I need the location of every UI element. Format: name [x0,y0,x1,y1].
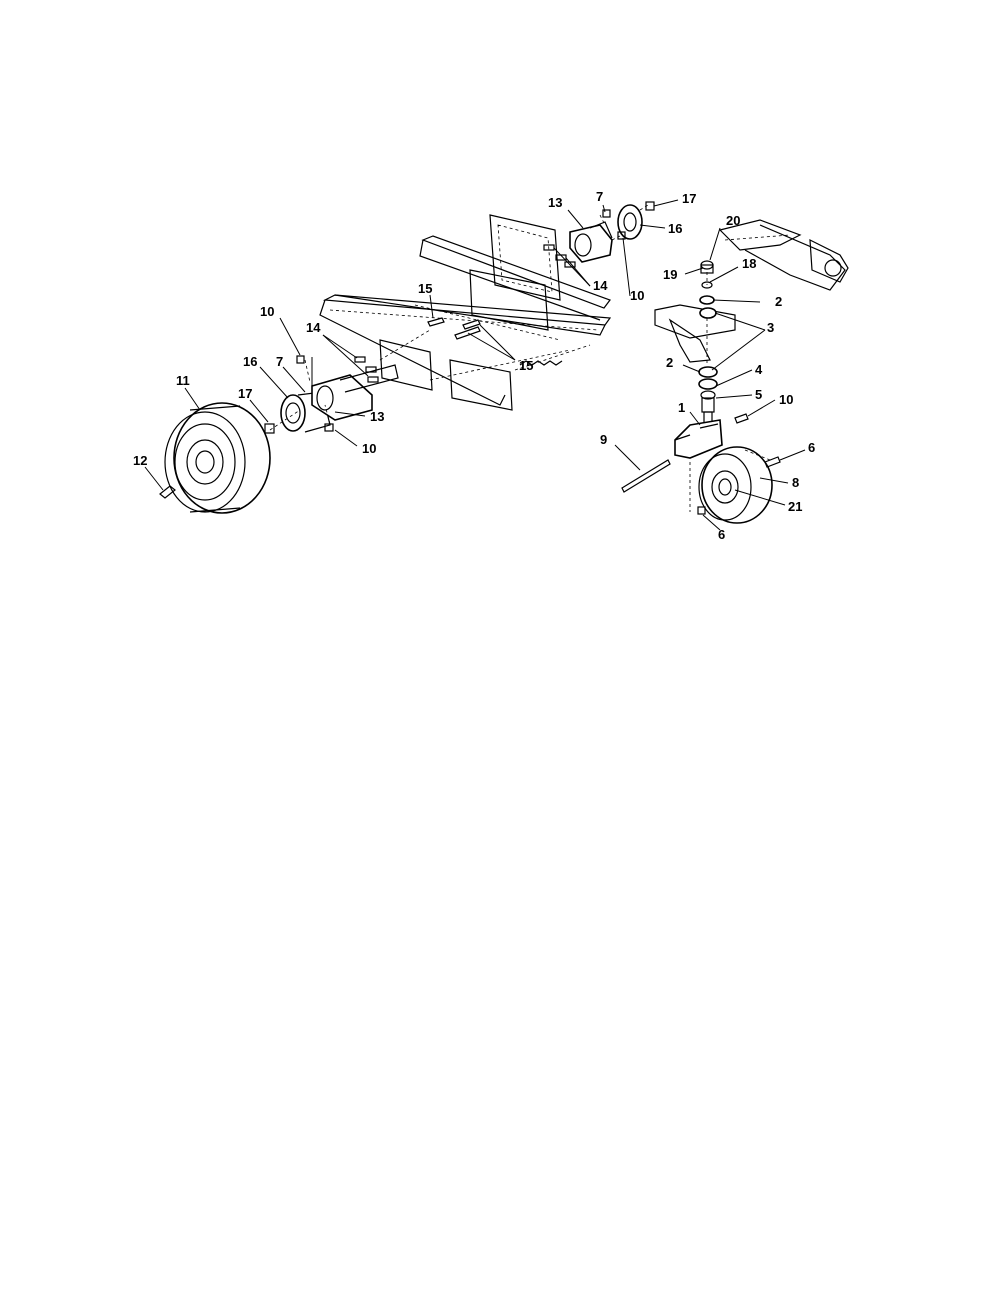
callout-9: 9 [600,432,607,447]
callout-5: 5 [755,387,762,402]
axle-spindle-left [311,364,399,421]
assembly-guide-lines [269,204,708,431]
callout-10-left-bottom: 10 [362,441,376,456]
chassis-frame [319,214,849,411]
callout-1: 1 [678,400,685,415]
callout-17-right: 17 [682,191,696,206]
callout-10-caster: 10 [779,392,793,407]
callout-4: 4 [755,362,763,377]
callout-16-right: 16 [668,221,682,236]
callout-14-right: 14 [593,278,608,293]
callout-6-bottom: 6 [718,527,725,542]
callout-10-left-top: 10 [260,304,274,319]
callout-14-left: 14 [306,320,321,335]
callout-7-left: 7 [276,354,283,369]
callout-7-right: 7 [596,189,603,204]
callout-2-top: 2 [775,294,782,309]
callout-6-top: 6 [808,440,815,455]
callout-10-right: 10 [630,288,644,303]
callout-17-left: 17 [238,386,252,401]
axle-spindle-right [569,221,613,263]
part-callouts: 11 12 17 16 7 10 14 13 10 15 15 13 7 17 … [133,189,815,542]
leader-lines [144,199,806,531]
callout-21: 21 [788,499,802,514]
caster-fork [674,419,723,459]
caster-hardware [621,413,781,515]
callout-15-top: 15 [418,281,432,296]
rear-wheel-tire [164,402,271,514]
hardware-left [159,317,481,499]
caster-wheel [698,446,773,524]
rear-hub-right [617,204,643,240]
callout-12: 12 [133,453,147,468]
callout-13-right: 13 [548,195,562,210]
callout-18: 18 [742,256,756,271]
callout-2-bottom: 2 [666,355,673,370]
callout-3: 3 [767,320,774,335]
callout-11: 11 [176,373,190,388]
callout-20: 20 [726,213,740,228]
callout-13-left: 13 [370,409,384,424]
callout-16-left: 16 [243,354,257,369]
callout-15-bottom: 15 [519,358,533,373]
callout-19: 19 [663,267,677,282]
callout-8: 8 [792,475,799,490]
